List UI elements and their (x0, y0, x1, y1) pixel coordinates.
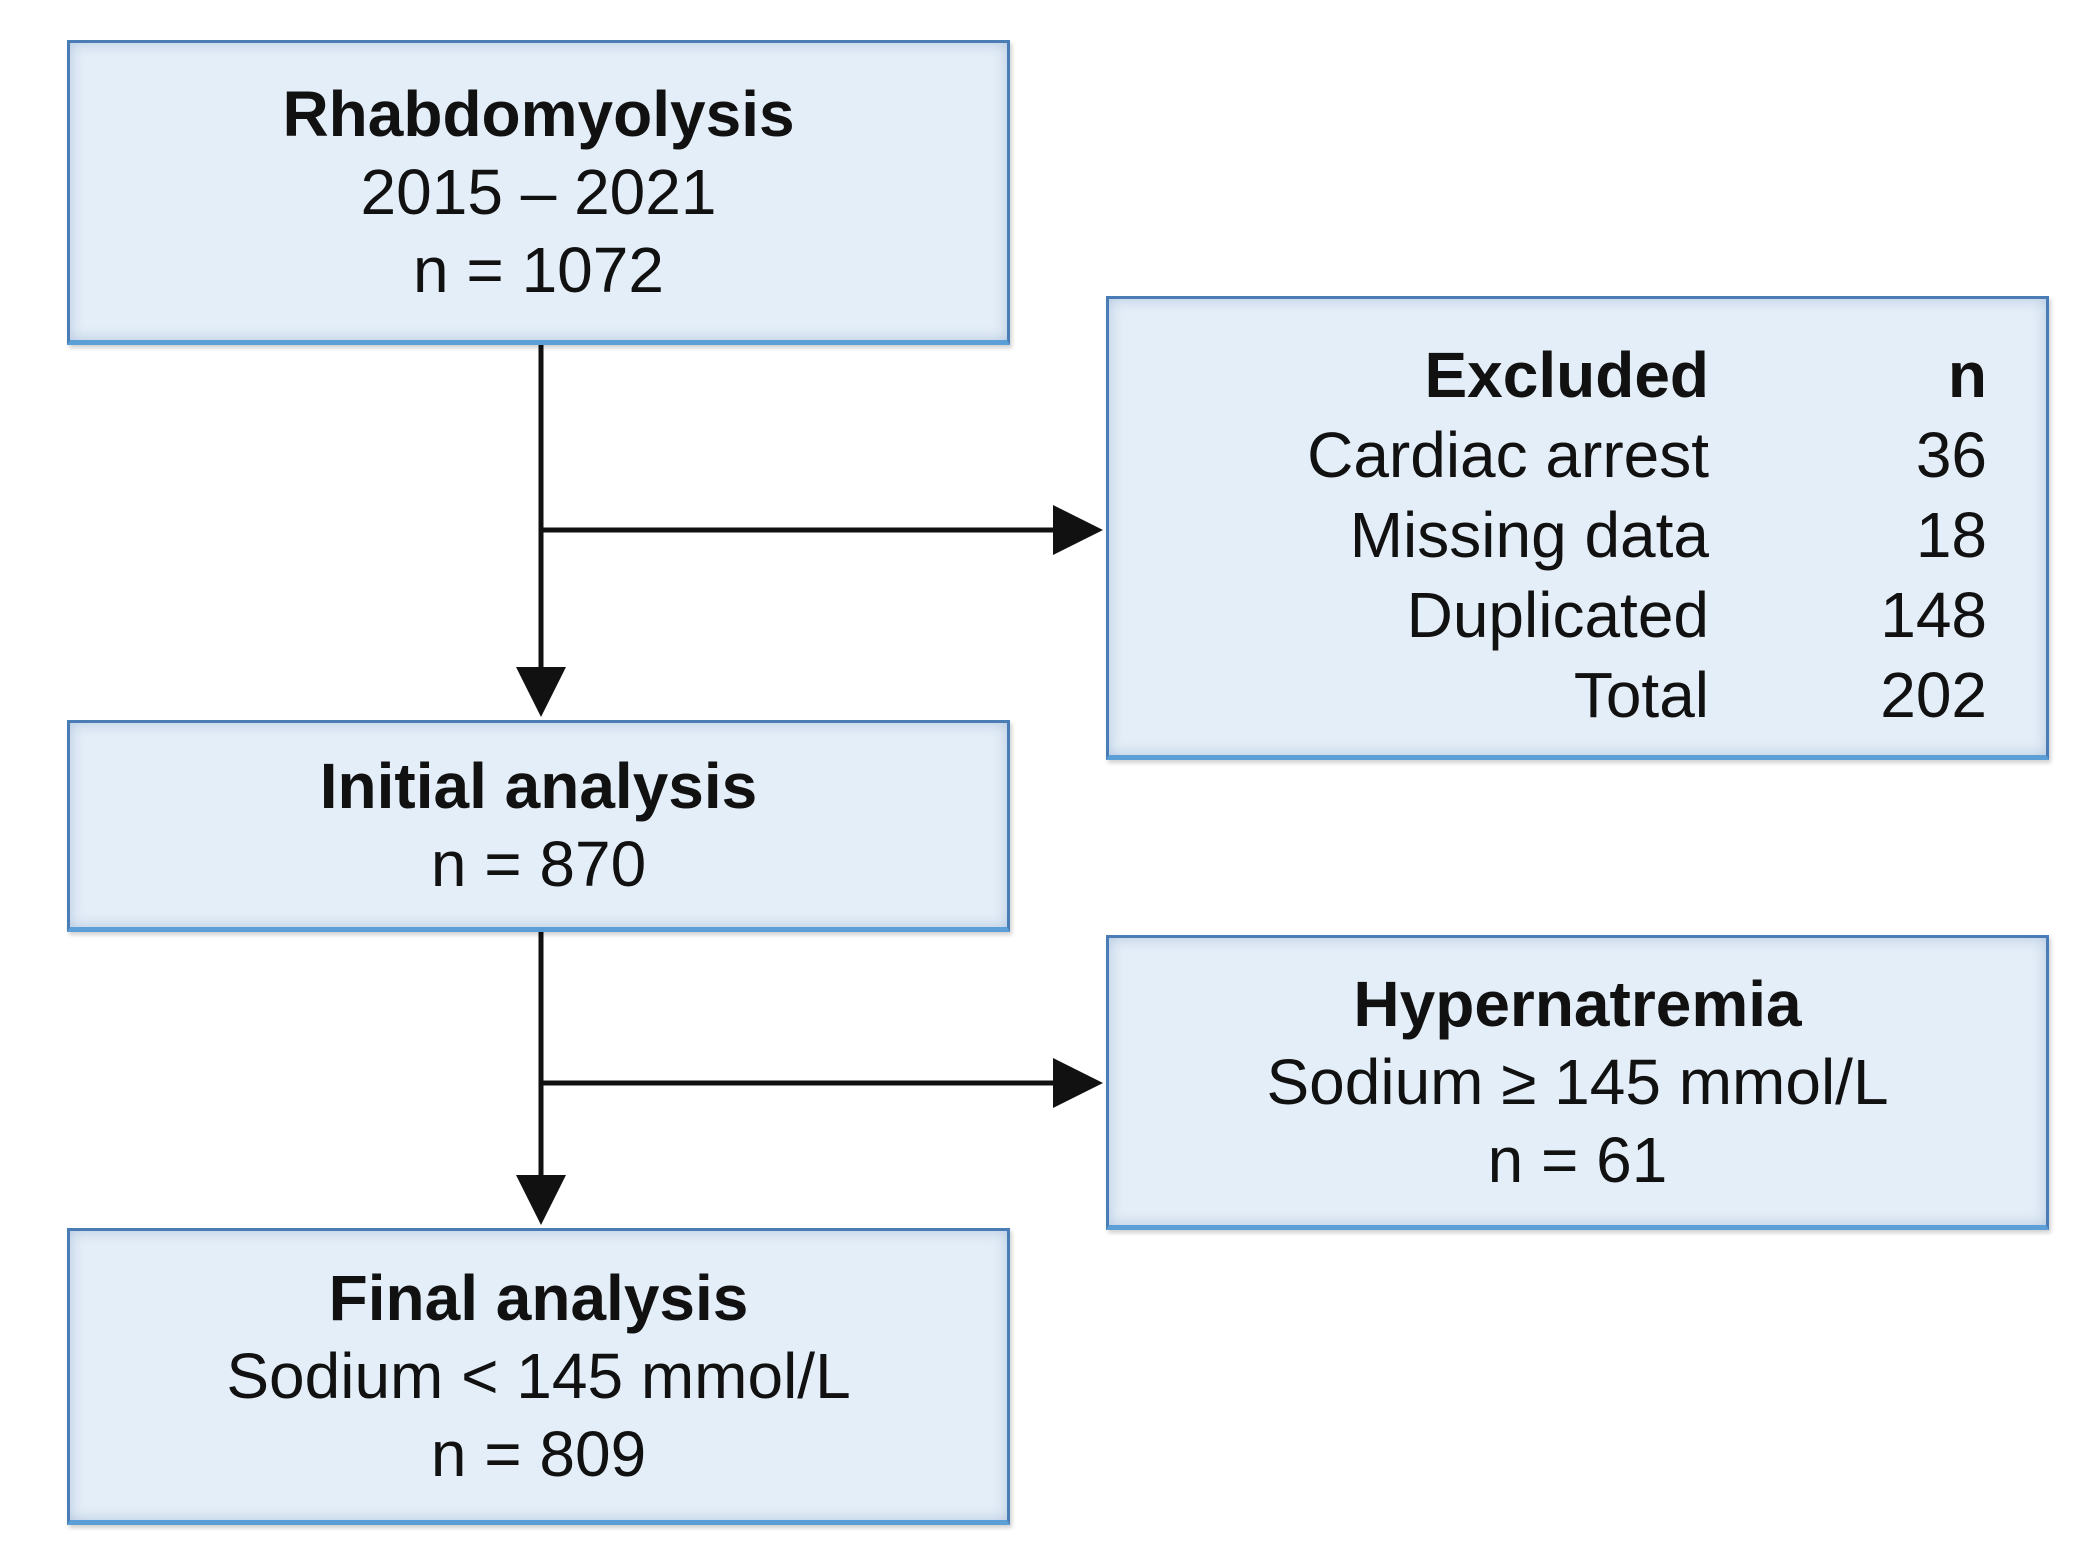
rhabdomyolysis-box: Rhabdomyolysis 2015 – 2021 n = 1072 (67, 40, 1010, 345)
final-analysis-box: Final analysis Sodium < 145 mmol/L n = 8… (67, 1228, 1010, 1525)
initial-analysis-box: Initial analysis n = 870 (67, 720, 1010, 932)
excluded-header-value: n (1947, 339, 1987, 411)
excluded-row-value: 36 (1915, 419, 1987, 491)
rhabdomyolysis-count: n = 1072 (413, 233, 664, 306)
excluded-header-label: Excluded (1424, 339, 1709, 411)
excluded-row-value: 202 (1880, 659, 1987, 731)
excluded-box: Excluded n Cardiac arrest 36 Missing dat… (1106, 296, 2049, 760)
initial-analysis-count: n = 870 (430, 828, 647, 900)
final-analysis-count: n = 809 (430, 1417, 647, 1490)
rhabdomyolysis-period: 2015 – 2021 (360, 155, 717, 228)
excluded-total-row: Total 202 (1109, 655, 2046, 735)
hypernatremia-box: Hypernatremia Sodium ≥ 145 mmol/L n = 61 (1106, 935, 2049, 1230)
excluded-header-row: Excluded n (1109, 335, 2046, 415)
excluded-row: Duplicated 148 (1109, 575, 2046, 655)
excluded-row-label: Total (1573, 659, 1709, 731)
excluded-row: Cardiac arrest 36 (1109, 415, 2046, 495)
initial-analysis-title: Initial analysis (319, 750, 758, 822)
excluded-row-value: 148 (1880, 579, 1987, 651)
excluded-row-label: Missing data (1349, 499, 1709, 571)
hypernatremia-count: n = 61 (1487, 1123, 1668, 1196)
excluded-row: Missing data 18 (1109, 495, 2046, 575)
rhabdomyolysis-title: Rhabdomyolysis (282, 77, 795, 150)
hypernatremia-criterion: Sodium ≥ 145 mmol/L (1266, 1045, 1889, 1118)
excluded-row-value: 18 (1915, 499, 1987, 571)
hypernatremia-title: Hypernatremia (1353, 967, 1802, 1040)
excluded-row-label: Cardiac arrest (1307, 419, 1709, 491)
final-analysis-title: Final analysis (328, 1261, 749, 1334)
final-analysis-criterion: Sodium < 145 mmol/L (226, 1339, 851, 1412)
excluded-row-label: Duplicated (1406, 579, 1709, 651)
